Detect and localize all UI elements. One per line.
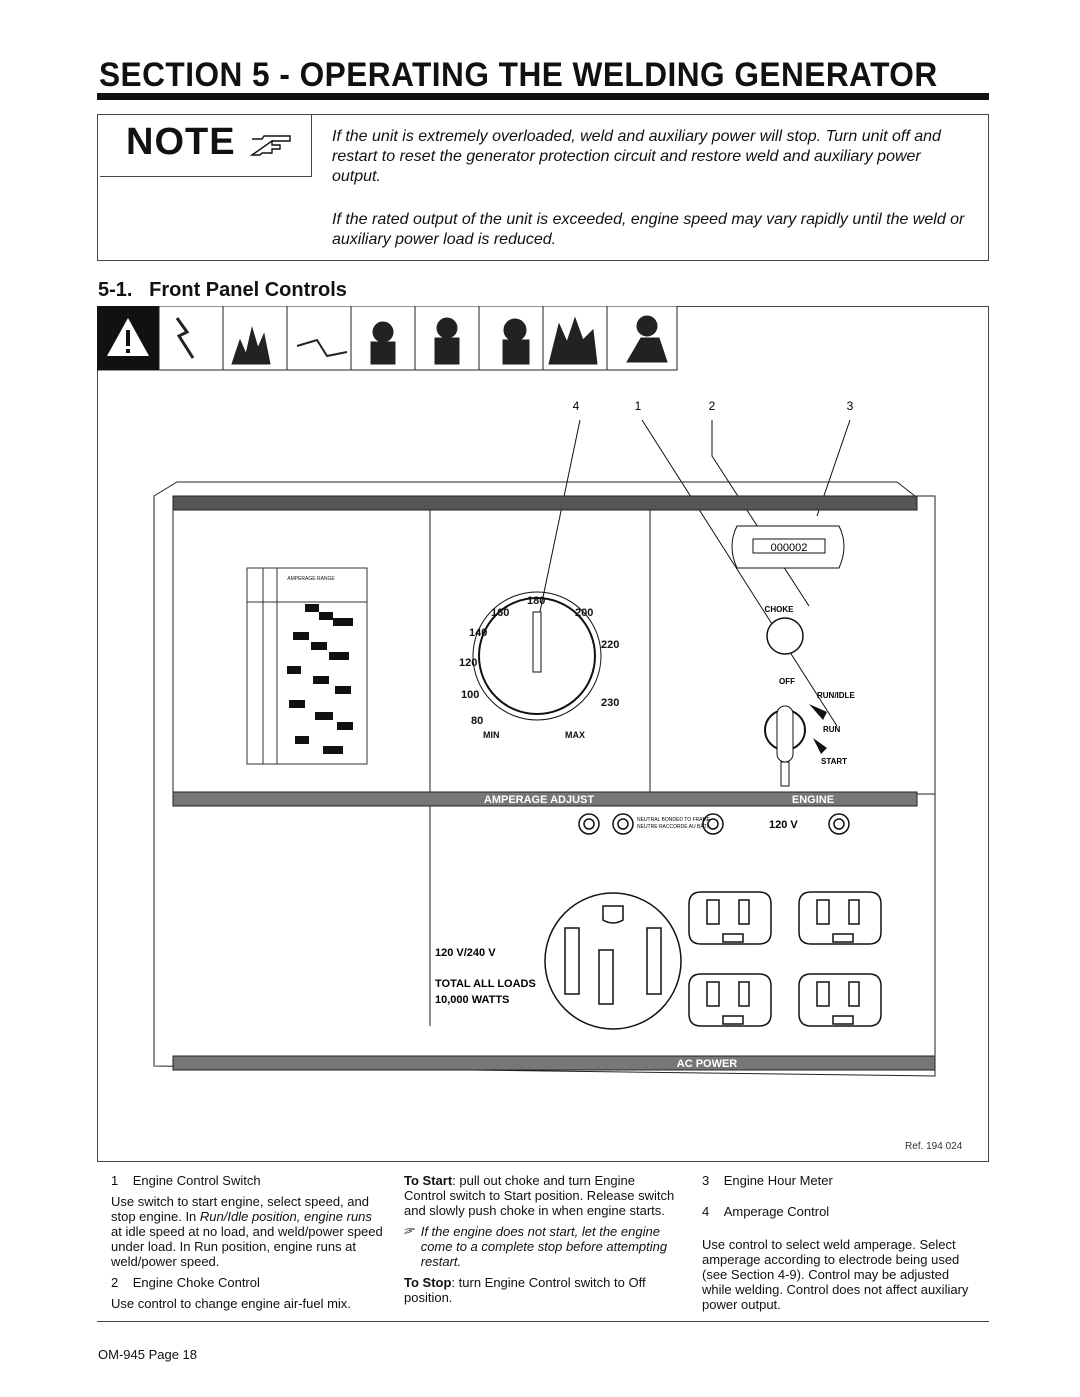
svg-text:230: 230 [601,697,619,709]
ac-power-label: AC POWER [677,1058,738,1070]
restart-note: If the engine does not start, let the en… [420,1224,668,1269]
duplex-receptacle-3 [688,973,772,1027]
engine-control-switch: OFF RUN/IDLE RUN START [764,677,855,787]
pointing-hand-icon [404,1228,415,1234]
item-4-number: 4 [702,1204,710,1219]
leader-lines [536,419,851,727]
choke-knob [766,617,804,655]
svg-text:OFF: OFF [779,677,795,686]
duplex-receptacle-2 [798,891,882,945]
note-paragraph-1: If the unit is extremely overloaded, wel… [332,128,941,185]
svg-text:140: 140 [469,627,487,639]
figure-reference: Ref. 194 024 [905,1141,963,1152]
240v-receptacle [544,892,682,1030]
note-label-box: NOTE [100,115,312,177]
item-2-title: Engine Choke Control [132,1275,260,1290]
section-title: Front Panel Controls [149,279,347,301]
description-column-2: To Start: pull out choke and turn Engine… [404,1173,680,1311]
item-2-text: Use control to change engine air-fuel mi… [111,1296,351,1311]
svg-text:MIN: MIN [483,730,500,740]
svg-text:RUN/IDLE: RUN/IDLE [817,691,855,700]
terminal-studs [578,813,850,835]
section-heading: 5-1. Front Panel Controls [98,279,347,302]
amperage-dial: 80 100 120 140 160 180 200 220 230 MIN M… [459,591,619,740]
to-start-text: : pull out choke and turn Engine Control… [404,1173,675,1218]
sparks-icon [286,306,352,371]
page-footer: OM-945 Page 18 [98,1347,198,1362]
item-2-number: 2 [111,1275,119,1290]
callout-3: 3 [847,399,854,413]
item-4-text: Use control to select weld amperage. Sel… [702,1237,969,1312]
safety-banner [97,306,678,371]
engine-hour-meter: 000002 [731,525,845,569]
svg-text:180: 180 [527,595,545,607]
pointing-hand-icon [250,135,291,156]
note-box [97,114,989,261]
neutral-bonded-label: NEUTRAL BONDED TO FRAME [637,817,711,823]
callout-1: 1 [635,399,642,413]
item-4-title: Amperage Control [723,1204,830,1219]
total-loads-label: TOTAL ALL LOADS [435,978,536,990]
svg-text:80: 80 [471,715,483,727]
note-paragraph-2: If the rated output of the unit is excee… [332,211,965,248]
item-1-number: 1 [111,1173,119,1188]
amperage-adjust-label: AMPERAGE ADJUST [484,794,594,806]
callout-4: 4 [573,399,580,413]
item-1-title: Engine Control Switch [132,1173,261,1188]
bottom-rule [97,1321,989,1322]
description-column-1: 1 Engine Control Switch Use switch to st… [111,1173,386,1317]
section-number: 5-1. [98,279,133,301]
electric-shock-icon [158,306,224,371]
to-stop-label: To Stop [404,1275,452,1290]
amperage-range-label: AMPERAGE RANGE [287,576,335,582]
item-3-title: Engine Hour Meter [723,1173,833,1188]
item-1-text-a: Use switch to start engine, select speed… [111,1194,369,1224]
engine-label: ENGINE [792,794,834,806]
svg-text:220: 220 [601,639,619,651]
svg-text:RUN: RUN [823,725,841,734]
svg-text:MAX: MAX [565,730,585,740]
duplex-receptacle-4 [798,973,882,1027]
title-rule [97,93,989,100]
120v-label: 120 V [769,819,798,831]
item-3-number: 3 [702,1173,710,1188]
front-panel-illustration: 4 1 2 3 AMPERAGE RANGE [97,306,936,1077]
svg-text:200: 200 [575,607,593,619]
duplex-receptacle-1 [688,891,772,945]
svg-text:START: START [821,757,847,766]
neutre-label: NEUTRE RACCORDÉ AU BÂTI [637,823,708,830]
svg-text:100: 100 [461,689,479,701]
svg-text:160: 160 [491,607,509,619]
description-column-3: 3 Engine Hour Meter 4 Amperage Control U… [702,1173,978,1318]
note-label: NOTE [126,121,236,163]
page-title: SECTION 5 - OPERATING THE WELDING GENERA… [99,56,938,94]
svg-text:120: 120 [459,657,477,669]
item-1-text-b: at idle speed at no load, and weld/power… [111,1224,383,1269]
hour-meter-reading: 000002 [771,542,808,554]
callout-2: 2 [709,399,716,413]
to-stop-text: : turn Engine Control switch to Off posi… [404,1275,646,1305]
amperage-range-table: AMPERAGE RANGE [246,567,368,765]
120v-receptacles [688,891,882,1027]
120-240v-label: 120 V/240 V [435,947,496,959]
choke-label: CHOKE [765,605,795,614]
item-1-text-em: Run/Idle position, engine runs [199,1209,372,1224]
generator-panel [153,481,936,1077]
watts-label: 10,000 WATTS [435,994,509,1006]
to-start-label: To Start [404,1173,453,1188]
